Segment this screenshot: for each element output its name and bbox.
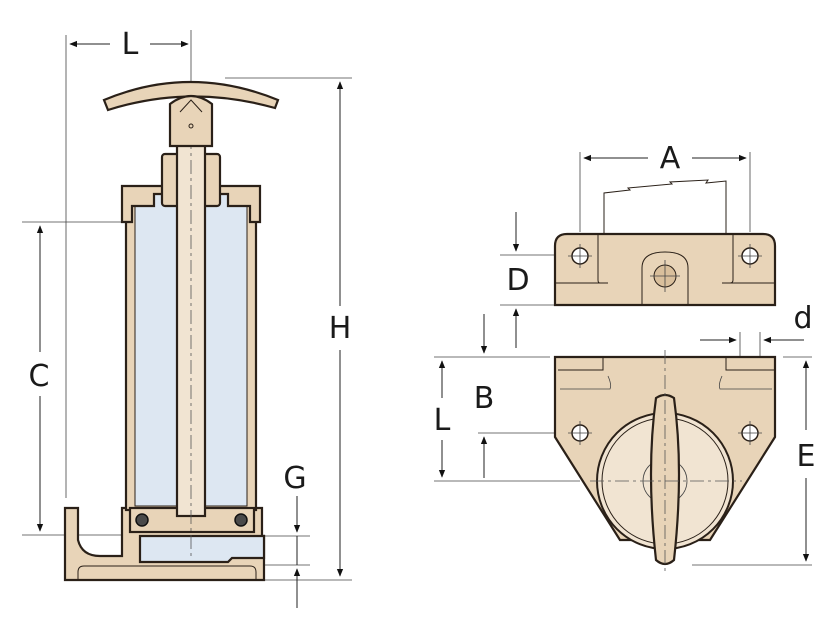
plan-hole-crosshairs xyxy=(568,421,762,445)
dim-label-L-plan: L xyxy=(434,403,451,438)
top-view: A D xyxy=(500,141,777,348)
dim-label-E: E xyxy=(797,439,816,474)
shaft-stub-broken xyxy=(603,179,727,235)
plan-hidden-lines xyxy=(560,375,772,390)
dim-label-d: d xyxy=(793,301,812,336)
dim-label-B: B xyxy=(474,381,495,416)
side-view: L H C G xyxy=(22,27,352,608)
handle-hub xyxy=(168,94,214,148)
dim-label-G: G xyxy=(283,461,306,496)
dim-label-C: C xyxy=(29,359,50,394)
valve-chamber xyxy=(138,534,266,564)
cylinder-glass-left xyxy=(134,193,178,507)
o-ring-right xyxy=(234,513,248,527)
o-ring-left xyxy=(135,513,149,527)
bottom-view: d B L E xyxy=(434,301,816,575)
pin-hole xyxy=(188,123,194,129)
cylinder-glass-right xyxy=(204,193,248,507)
mount-boss xyxy=(641,251,689,305)
mount-flange-left xyxy=(555,234,608,284)
dim-label-H: H xyxy=(329,311,352,346)
hole-crosshairs xyxy=(568,244,762,292)
dim-label-A: A xyxy=(660,141,681,176)
plan-slots xyxy=(558,357,775,371)
shaft-tip xyxy=(179,99,203,113)
dim-label-L: L xyxy=(122,27,139,62)
mount-flange-right xyxy=(722,234,775,284)
base-recess xyxy=(77,565,257,580)
dim-label-D: D xyxy=(506,263,529,298)
